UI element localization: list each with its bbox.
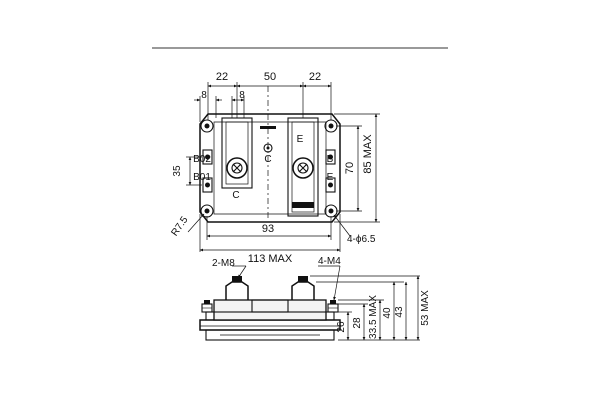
label-r75: R7.5 — [169, 214, 190, 238]
label-m4: 4-M4 — [318, 256, 341, 267]
mounting-hole-top-right — [324, 119, 338, 133]
top-view-body-outline — [199, 113, 341, 223]
terminal-b02 — [202, 149, 213, 165]
dim-22-right: 22 — [309, 71, 321, 83]
dim-85max: 85 MAX — [362, 134, 374, 174]
side-view-center-recess — [251, 299, 289, 313]
right-terminal-label-plate — [292, 202, 314, 208]
leader-m8 — [237, 265, 247, 279]
center-slot — [260, 126, 276, 129]
dim-335max: 33.5 MAX — [368, 295, 379, 339]
dim-22-left: 22 — [216, 71, 228, 83]
dim-70: 70 — [344, 162, 356, 174]
dim-35: 35 — [172, 165, 183, 177]
left-terminal-inner — [225, 121, 249, 185]
dim-50: 50 — [264, 71, 276, 83]
dim-8-mid: 8 — [239, 90, 245, 101]
leader-r75 — [187, 213, 205, 233]
dim-53max: 53 MAX — [420, 290, 431, 326]
label-c-left: C — [232, 190, 239, 201]
right-terminal-inner — [291, 121, 315, 213]
screw-terminal-left — [226, 157, 248, 179]
m8-terminal-right-stud — [298, 276, 308, 282]
dim-28: 28 — [352, 317, 363, 329]
terminal-b01 — [202, 177, 213, 193]
label-b01: B01 — [193, 172, 211, 183]
side-view-bottom-feet — [205, 329, 335, 341]
m4-terminal-left — [201, 300, 213, 313]
screw-terminal-right — [292, 157, 314, 179]
terminal-b-right — [325, 149, 336, 165]
m8-terminal-right — [291, 281, 315, 300]
dim-113max: 113 MAX — [248, 253, 293, 265]
terminal-b-right-screw — [328, 154, 333, 160]
label-m8: 2-M8 — [212, 258, 235, 269]
side-view-baseplate — [199, 319, 341, 331]
top-view-inner-frame — [213, 121, 327, 215]
leader-m4 — [333, 265, 341, 301]
label-e-top: E — [297, 134, 304, 145]
dim-26: 26 — [336, 321, 347, 333]
side-view-body — [213, 299, 327, 321]
terminal-b01-screw — [205, 182, 210, 188]
dim-93: 93 — [262, 223, 274, 235]
label-b-right: B — [327, 154, 334, 165]
terminal-b02-screw — [205, 154, 210, 160]
dim-43: 43 — [394, 306, 405, 318]
m8-terminal-left — [225, 281, 249, 300]
mounting-hole-bottom-right — [324, 204, 338, 218]
dim-8-left: 8 — [201, 90, 207, 101]
label-b02: B02 — [193, 154, 211, 165]
side-view: 2-M8 4-M4 26 28 33.5 MAX 40 43 53 MAX — [199, 256, 431, 341]
terminal-e-right-screw — [328, 182, 333, 188]
leader-holes — [333, 214, 351, 237]
label-holes: 4-ϕ6.5 — [347, 234, 376, 245]
mounting-hole-top-left — [200, 119, 214, 133]
m8-terminal-left-stud — [232, 276, 242, 282]
top-view: B02 B01 C C E B E 22 50 22 8 8 35 — [169, 71, 380, 265]
label-c-center: C — [264, 154, 271, 165]
terminal-e-right — [325, 177, 336, 193]
m4-terminal-right — [327, 300, 339, 313]
dim-40: 40 — [382, 307, 393, 319]
label-e-right: E — [327, 172, 334, 183]
